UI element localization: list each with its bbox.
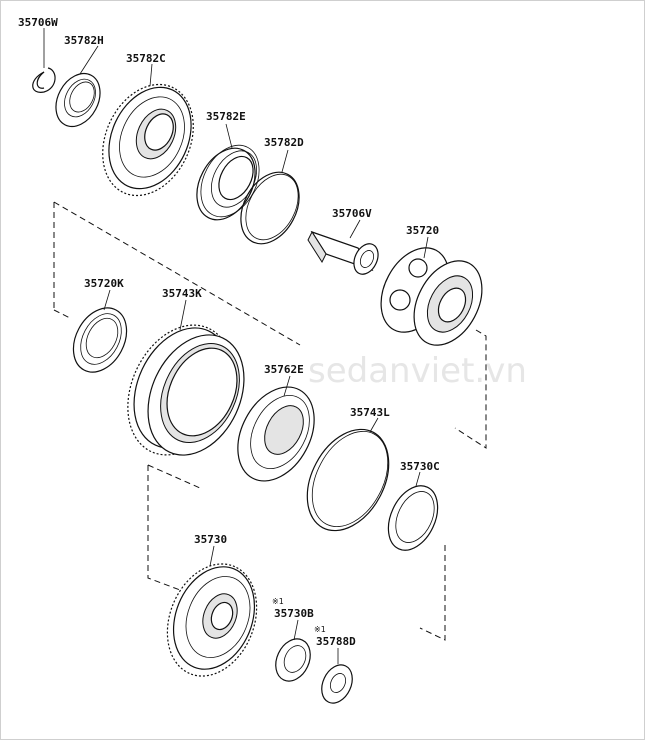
part-35730-gear-assembly[interactable] — [151, 550, 272, 689]
label-35788d[interactable]: 35788D — [316, 635, 356, 648]
label-35743l[interactable]: 35743L — [350, 406, 390, 419]
note-mark-35730b: ※1 — [272, 597, 284, 606]
part-35782c-gear[interactable] — [85, 70, 210, 211]
part-35730b-bearing[interactable] — [269, 633, 317, 686]
label-35782d[interactable]: 35782D — [264, 136, 304, 149]
label-35720[interactable]: 35720 — [406, 224, 439, 237]
part-35730c-washer[interactable] — [379, 478, 448, 558]
label-35730c[interactable]: 35730C — [400, 460, 440, 473]
part-35788d-washer[interactable] — [316, 660, 358, 708]
label-35762e[interactable]: 35762E — [264, 363, 304, 376]
part-35720-carrier[interactable] — [367, 236, 495, 357]
part-35743l-snap-ring[interactable] — [291, 415, 405, 544]
label-35730b[interactable]: 35730B — [274, 607, 314, 620]
part-35743k-ring-gear[interactable] — [108, 308, 263, 472]
part-35706w-snap-ring[interactable] — [32, 67, 56, 93]
label-35706v[interactable]: 35706V — [332, 207, 372, 220]
part-35720k-washer[interactable] — [63, 299, 137, 382]
assembly-outline-upper — [53, 201, 487, 449]
label-35743k[interactable]: 35743K — [162, 287, 202, 300]
part-labels: 35706W 35782H 35782C 35782E 35782D 35706… — [18, 16, 440, 648]
label-35706w[interactable]: 35706W — [18, 16, 58, 29]
part-35782d-snap-ring[interactable] — [229, 162, 311, 254]
part-35782h-washer[interactable] — [47, 66, 109, 134]
label-35720k[interactable]: 35720K — [84, 277, 124, 290]
note-mark-35788d: ※1 — [314, 625, 326, 634]
label-35782h[interactable]: 35782H — [64, 34, 104, 47]
label-35782e[interactable]: 35782E — [206, 110, 246, 123]
label-35730[interactable]: 35730 — [194, 533, 227, 546]
part-35706v-shaft[interactable] — [307, 230, 383, 278]
part-35762e-bearing[interactable] — [223, 374, 330, 494]
part-35782e-bearing[interactable] — [185, 135, 271, 230]
watermark-text: sedanviet.vn — [308, 351, 527, 391]
leader-lines — [43, 28, 429, 664]
assembly-outline-lower — [147, 464, 446, 641]
label-35782c[interactable]: 35782C — [126, 52, 166, 65]
